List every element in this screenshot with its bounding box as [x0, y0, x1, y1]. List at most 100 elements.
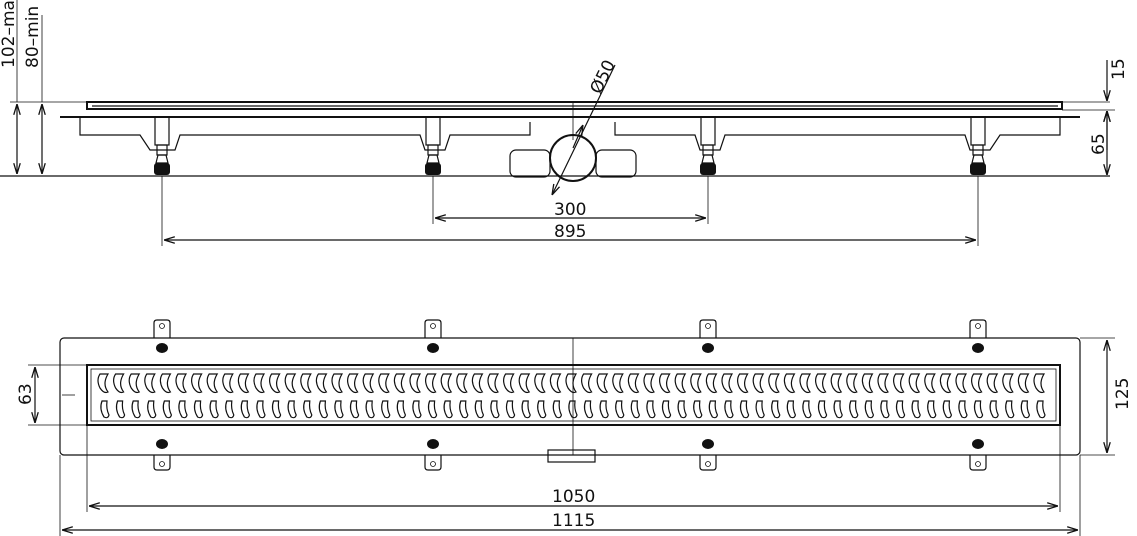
drain-pipe [549, 134, 597, 182]
slot [443, 400, 453, 419]
slot [877, 373, 890, 394]
slot [786, 400, 797, 419]
slot [549, 373, 562, 394]
slot [537, 400, 547, 419]
slot [162, 400, 173, 419]
slot [440, 373, 453, 394]
grate-length-label: 1050 [552, 487, 595, 507]
slot [799, 373, 812, 394]
slot [677, 400, 687, 419]
slot [927, 400, 937, 419]
pipe-diameter-label: Ø50 [587, 57, 620, 97]
slot [705, 373, 718, 394]
slot [222, 373, 234, 394]
slot [690, 373, 702, 394]
slot [490, 400, 500, 419]
slot [381, 400, 391, 419]
slot [1036, 400, 1046, 419]
mounting-lug [969, 319, 987, 353]
slot [225, 400, 235, 419]
slot [378, 373, 390, 394]
slot [334, 400, 344, 419]
slot [534, 373, 546, 394]
slot [518, 373, 531, 394]
fixing-hole [972, 439, 984, 449]
slot [737, 373, 749, 394]
fixing-hole [972, 343, 984, 353]
slot [971, 373, 983, 394]
slot [581, 373, 593, 394]
slot [630, 400, 641, 419]
slot [783, 373, 796, 394]
mounting-lug [699, 319, 717, 353]
leg-spacing-inner-label: 300 [554, 200, 586, 220]
slot [487, 373, 500, 394]
flange-width-label: 125 [1113, 378, 1133, 410]
slot [815, 373, 827, 394]
slot [471, 373, 484, 394]
slot [833, 400, 843, 419]
slot [206, 373, 219, 394]
leg-spacing-outer-label: 895 [554, 222, 586, 242]
slot [253, 373, 266, 394]
slot [393, 373, 406, 394]
slot [739, 400, 750, 419]
slot [565, 373, 578, 394]
slot [362, 373, 375, 394]
slot [331, 373, 344, 394]
slot [178, 400, 188, 419]
slot [659, 373, 671, 394]
height-max-label: 102–max [0, 0, 19, 68]
slot [643, 373, 656, 394]
slot [721, 373, 734, 394]
slot [568, 400, 578, 419]
slot [599, 400, 609, 419]
slot [973, 400, 984, 419]
slot [752, 373, 765, 394]
mounting-lug [153, 319, 171, 353]
slot [627, 373, 640, 394]
slot [409, 373, 422, 394]
body-height-label: 65 [1089, 133, 1109, 155]
slot [1017, 373, 1030, 394]
slot [612, 373, 624, 394]
slot [365, 400, 375, 419]
slot [817, 400, 828, 419]
slot [583, 400, 594, 419]
slot [893, 373, 905, 394]
slot [193, 400, 204, 419]
slot [284, 373, 297, 394]
slot [864, 400, 875, 419]
slot [175, 373, 188, 394]
slot [287, 400, 297, 419]
mounting-lug [424, 319, 442, 353]
outlet [547, 449, 596, 463]
slot [144, 373, 156, 394]
slot [396, 400, 407, 419]
slot [908, 373, 921, 394]
fixing-hole [156, 343, 168, 353]
slot [237, 373, 250, 394]
slot [895, 400, 906, 419]
slot [456, 373, 468, 394]
fixing-hole [702, 439, 714, 449]
slot [128, 373, 141, 394]
slot [939, 373, 952, 394]
slot [318, 400, 329, 419]
slot [147, 400, 157, 419]
slot [846, 373, 858, 394]
slot [113, 373, 125, 394]
slot [315, 373, 328, 394]
slot [552, 400, 563, 419]
slot [911, 400, 921, 419]
slot [271, 400, 282, 419]
mounting-lug [424, 439, 442, 471]
fixing-hole [427, 439, 439, 449]
slot [459, 400, 469, 419]
slot [191, 373, 203, 394]
slot [97, 373, 110, 394]
slot [708, 400, 719, 419]
adjustable-leg [970, 116, 986, 175]
slot [100, 400, 110, 419]
